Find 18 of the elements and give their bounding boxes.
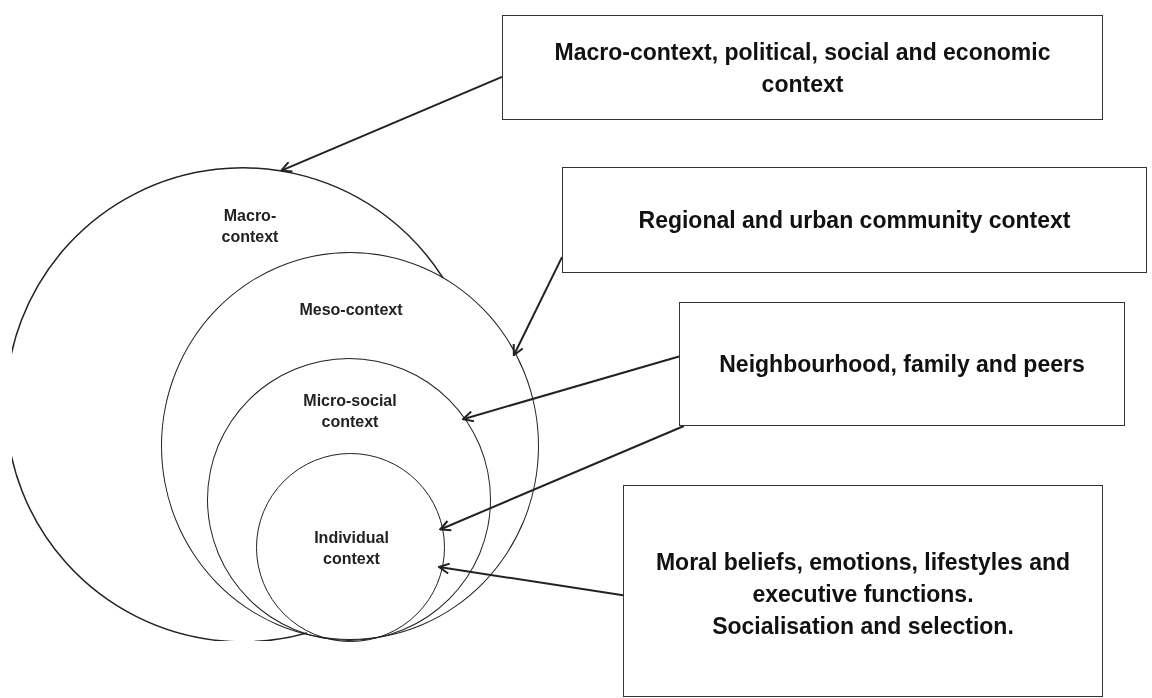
arrow (512, 256, 563, 357)
text-box (562, 167, 1147, 273)
box-text: Macro-context, political, social and economic context (553, 37, 1052, 99)
text-box (679, 302, 1125, 426)
circle-label: Meso-context (298, 300, 404, 320)
text-box (502, 15, 1103, 120)
arrow (438, 562, 624, 597)
box-text: Neighbourhood, family and peers (719, 350, 1085, 379)
circle-label: Individual context (313, 528, 390, 569)
arrow (439, 425, 685, 532)
arrow (280, 75, 503, 173)
arrow (461, 355, 680, 423)
circle-label: Micro-social context (302, 391, 398, 432)
box-text: Regional and urban community context (638, 206, 1071, 235)
box-text: Moral beliefs, emotions, lifestyles and executive functions. (654, 548, 1072, 609)
circle-label: Macro-context (220, 206, 280, 247)
text-box (623, 485, 1103, 697)
box-text: Socialisation and selection. (712, 612, 1014, 641)
